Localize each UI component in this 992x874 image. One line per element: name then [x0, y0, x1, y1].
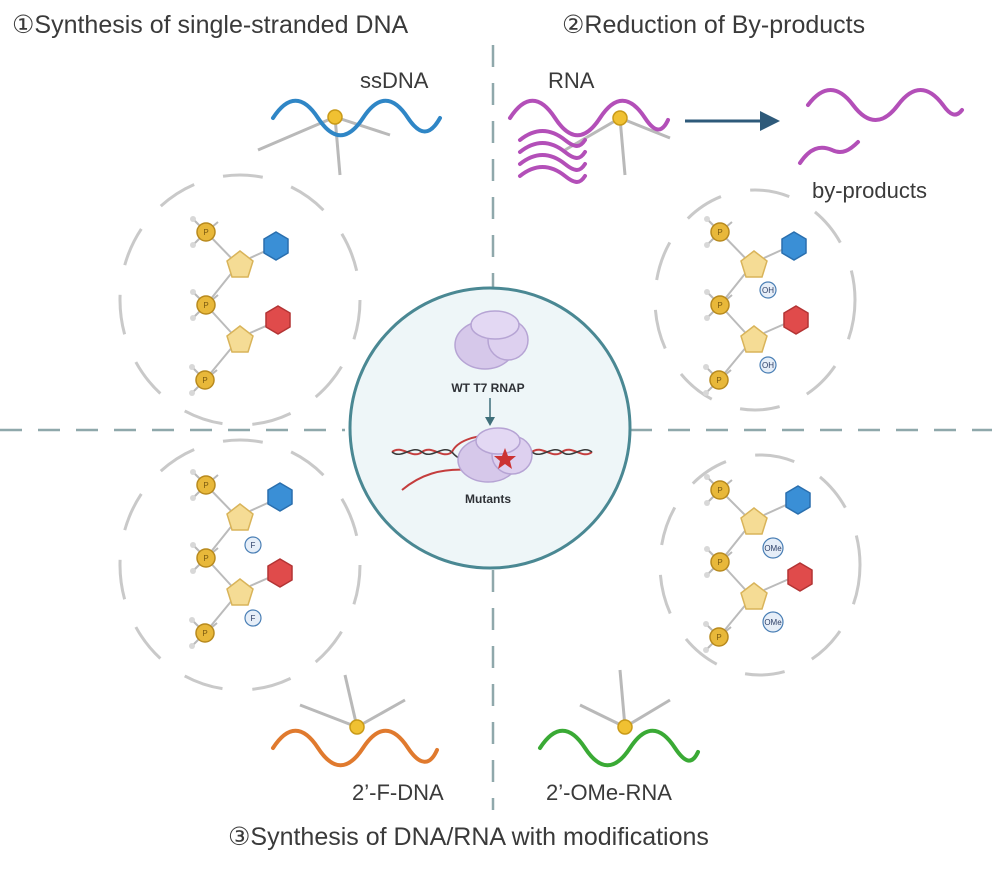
oh-label-2: OH [762, 361, 774, 370]
ssdna-strand [257, 98, 442, 176]
rna-label: RNA [548, 68, 595, 93]
nucleotide-stack-q3 [188, 468, 293, 650]
title-ssdna-synthesis: ①Synthesis of single-stranded DNA [12, 11, 409, 39]
wt-t7-rnap-label: WT T7 RNAP [451, 381, 524, 395]
rna-strand [508, 98, 671, 176]
title-modified-synthesis: ③Synthesis of DNA/RNA with modifications [228, 823, 709, 851]
dashed-ring-q3 [118, 438, 362, 692]
byproduct-strands [798, 88, 964, 165]
dashed-ring-q1 [118, 173, 362, 427]
wt-polymerase-icon [454, 310, 529, 370]
ome-label-2: OMe [764, 618, 782, 627]
f-dna-strand [271, 674, 439, 768]
oh-label-1: OH [762, 286, 774, 295]
ome-label-1: OMe [764, 544, 782, 553]
nucleotide-stack-q2 [702, 215, 809, 397]
dashed-ring-q2 [653, 188, 857, 412]
title-byproduct-reduction: ②Reduction of By-products [562, 11, 866, 39]
ome-rna-label: 2’-OMe-RNA [546, 780, 672, 805]
mutants-label: Mutants [465, 492, 511, 506]
f-label-2: F [251, 614, 256, 623]
nucleotide-stack-q1 [188, 215, 291, 397]
byproducts-label: by-products [812, 178, 927, 203]
f-dna-label: 2’-F-DNA [352, 780, 444, 805]
rna-coils [518, 129, 587, 184]
center-circle: WT T7 RNAP Mutants [348, 286, 632, 570]
mutation-star-icon [494, 448, 516, 469]
ssdna-label: ssDNA [360, 68, 429, 93]
nucleotide-stack-q4 [702, 473, 813, 654]
ome-rna-strand [538, 669, 700, 768]
reduction-arrow [685, 111, 780, 131]
dashed-ring-q4 [658, 453, 862, 677]
mutant-polymerase-icon [457, 427, 533, 483]
f-label-1: F [251, 541, 256, 550]
